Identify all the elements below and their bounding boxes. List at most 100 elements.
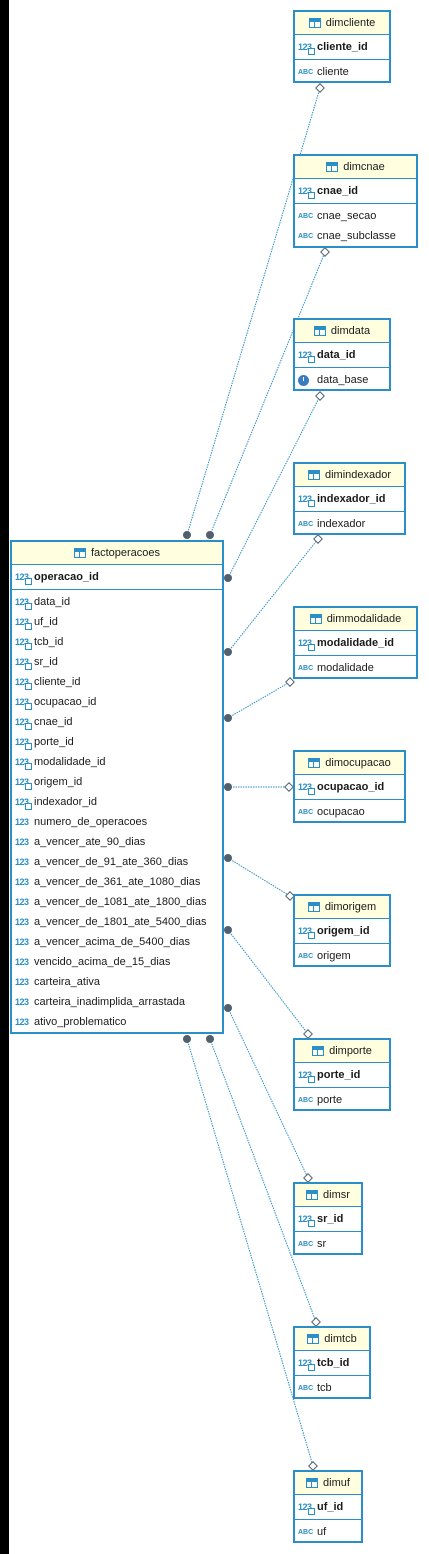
text-type-icon: ABC bbox=[298, 664, 314, 672]
column-name: tcb bbox=[317, 1382, 332, 1394]
column-name: uf_id bbox=[34, 616, 58, 628]
entity-header: dimtcb bbox=[295, 1328, 369, 1351]
numeric-fk-icon: 123 bbox=[15, 677, 32, 690]
link-end-diamond bbox=[285, 891, 295, 901]
entity-header: dimorigem bbox=[295, 896, 389, 919]
entity-title: factoperacoes bbox=[90, 547, 161, 559]
column-name: a_vencer_de_1801_ate_5400_dias bbox=[34, 916, 207, 928]
left-edge-strip bbox=[0, 0, 9, 1554]
link-end-diamond bbox=[320, 247, 330, 257]
entity-title: dimmodalidade bbox=[326, 613, 402, 625]
numeric-key-icon: 123 bbox=[298, 1214, 315, 1227]
link-dimuf bbox=[186, 1038, 314, 1467]
link-dimorigem bbox=[227, 857, 291, 897]
column-name: numero_de_operacoes bbox=[34, 816, 148, 828]
link-end-dot bbox=[206, 1035, 214, 1043]
text-type-icon: ABC bbox=[298, 952, 314, 960]
column-name: origem_id bbox=[317, 925, 370, 937]
column-name: ocupacao_id bbox=[317, 781, 385, 793]
numeric-icon: 123 bbox=[15, 877, 29, 887]
pk-column-row[interactable]: 123 operacao_id bbox=[12, 567, 222, 587]
link-end-dot bbox=[224, 714, 232, 722]
numeric-icon: 123 bbox=[15, 977, 29, 987]
entity-header: dimcliente bbox=[295, 12, 389, 35]
column-name: ativo_problematico bbox=[34, 1016, 127, 1028]
column-name: porte_id bbox=[34, 736, 74, 748]
numeric-key-icon: 123 bbox=[298, 638, 315, 651]
link-dimdata bbox=[227, 395, 321, 579]
column-name: uf_id bbox=[317, 1501, 344, 1513]
numeric-icon: 123 bbox=[15, 917, 29, 927]
numeric-fk-icon: 123 bbox=[15, 717, 32, 730]
table-icon bbox=[307, 902, 320, 912]
column-row[interactable]: data_base bbox=[295, 370, 389, 390]
link-end-diamond bbox=[284, 782, 294, 792]
text-type-icon: ABC bbox=[298, 1528, 314, 1536]
column-name: origem bbox=[317, 950, 351, 962]
text-type-icon: ABC bbox=[298, 520, 314, 528]
numeric-icon: 123 bbox=[15, 997, 29, 1007]
text-type-icon: ABC bbox=[298, 1240, 314, 1248]
entity-header: dimmodalidade bbox=[295, 608, 416, 631]
table-icon bbox=[306, 1190, 319, 1200]
link-dimporte bbox=[227, 929, 309, 1035]
link-dimcnae bbox=[209, 251, 326, 536]
column-row[interactable]: 123 a_vencer_de_1801_ate_5400_dias bbox=[12, 912, 222, 932]
